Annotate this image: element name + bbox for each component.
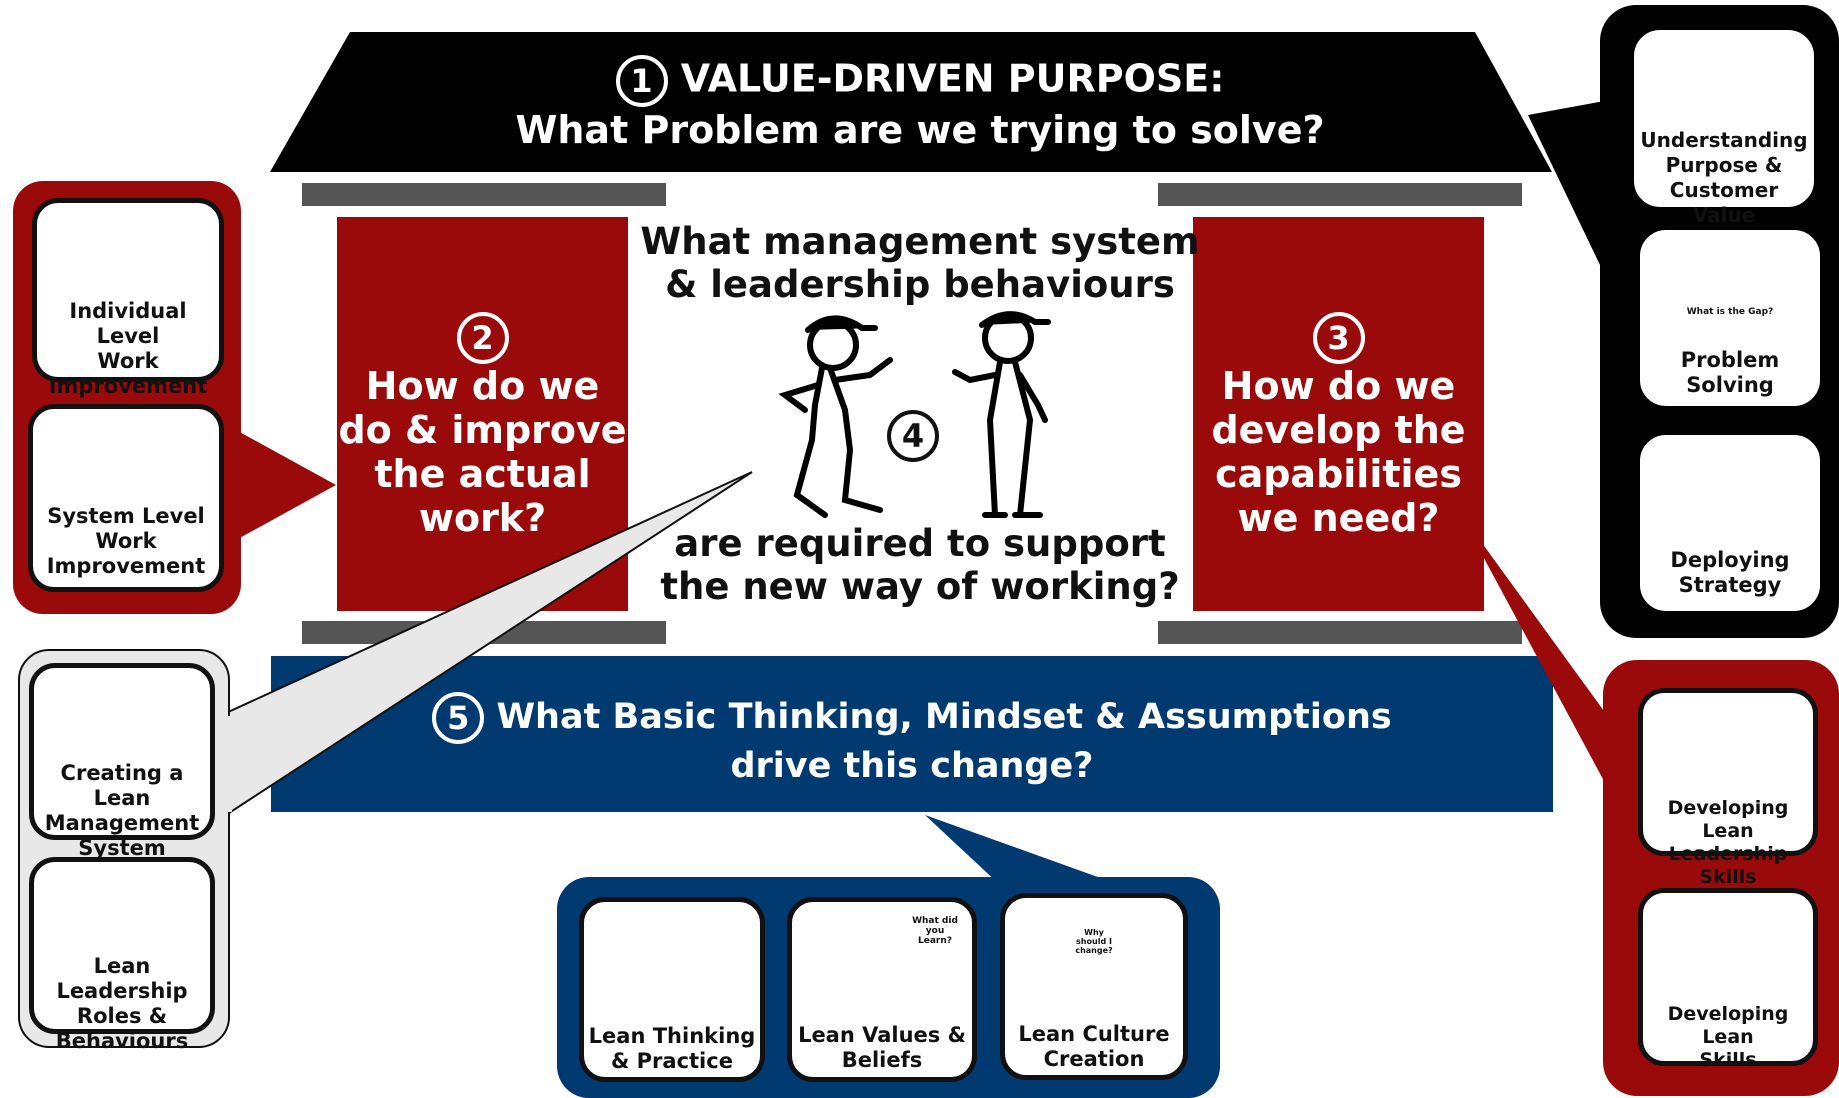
bottom-blue-pointer [925, 815, 1120, 885]
card-lean-thinking-practice: Lean Thinking & Practice [579, 897, 765, 1082]
card-line: Skills [1699, 1049, 1757, 1071]
card-lean-culture-creation: Why should I change? Lean Culture Creati… [1000, 893, 1188, 1080]
left-pillar-line3: the actual [374, 452, 591, 496]
card-line: System [78, 836, 166, 860]
base [271, 656, 1553, 812]
card-line: Leadership Skills [1668, 843, 1788, 888]
change-bubble-text: Why should I change? [1075, 928, 1113, 955]
card-creating-lean-management-system: Creating a Lean Management System [29, 663, 215, 860]
card-problem-solving: What is the Gap? Problem Solving [1640, 230, 1820, 406]
right-pillar-line3: capabilities [1215, 452, 1462, 496]
right-red-pointer [1458, 510, 1625, 820]
roof [270, 32, 1552, 172]
card-lean-values-beliefs: What did you Learn? Lean Values & Belief… [787, 897, 977, 1082]
right-pillar-line4: we need? [1237, 496, 1440, 540]
learn-bubble-text: What did you Learn? [912, 916, 958, 946]
card-line: Understanding [1640, 128, 1808, 152]
card-line: Management [44, 811, 200, 835]
right-pillar-line1: How do we [1221, 364, 1456, 408]
card-line: & Practice [611, 1049, 733, 1073]
card-line: Problem [1680, 348, 1780, 372]
card-individual-level-work-improvement: Individual Level Work Improvement [32, 198, 224, 398]
center-bottom-line2: the new way of working? [660, 565, 1180, 608]
card-line: Deploying [1670, 548, 1790, 572]
center-top-question: What management system & leadership beha… [625, 220, 1215, 306]
center-top-line1: What management system [640, 220, 1200, 263]
base-question: 5 What Basic Thinking, Mindset & Assumpt… [272, 692, 1552, 788]
top-beam-right [1158, 183, 1522, 206]
number-4-badge-wrap: 4 [885, 410, 941, 462]
card-deploying-strategy: Deploying Strategy [1640, 435, 1820, 611]
right-pillar-line2: develop the [1211, 408, 1466, 452]
card-line: Roles & [76, 1004, 168, 1028]
card-line: Lean Leadership [56, 954, 188, 1003]
card-line: Improvement [48, 374, 208, 398]
card-system-level-work-improvement: System Level Work Improvement [28, 404, 224, 592]
problem-gap-caption: What is the Gap? [1686, 307, 1774, 317]
card-line: Purpose & [1665, 153, 1783, 177]
right-pillar [1193, 217, 1484, 611]
card-line: Work [95, 529, 157, 553]
center-bottom-question: are required to support the new way of w… [625, 522, 1215, 608]
number-2-badge: 2 [456, 312, 509, 364]
card-line: Individual Level [69, 299, 187, 348]
left-pillar-line2: do & improve [338, 408, 627, 452]
card-line: Creation [1043, 1047, 1145, 1071]
card-line: Improvement [46, 554, 206, 578]
card-line: Developing Lean [1667, 1003, 1789, 1048]
left-pillar-question: 2 How do we do & improve the actual work… [337, 312, 628, 540]
card-lean-leadership-roles-behaviours: Lean Leadership Roles & Behaviours [29, 857, 215, 1053]
card-line: Strategy [1678, 573, 1782, 597]
card-developing-lean-skills: Developing Lean Skills [1638, 888, 1818, 1071]
card-line: Lean Thinking [588, 1024, 756, 1048]
card-line: Lean Values & [798, 1023, 966, 1047]
card-line: Developing Lean [1667, 797, 1789, 842]
left-pillar [337, 217, 628, 611]
card-line: Behaviours [55, 1029, 189, 1053]
two-people-illustration [778, 311, 1051, 518]
roof-line1: VALUE-DRIVEN PURPOSE: [680, 56, 1225, 101]
number-3-badge: 3 [1312, 312, 1365, 364]
center-top-line2: & leadership behaviours [665, 263, 1175, 306]
roof-title: 1 VALUE-DRIVEN PURPOSE: What Problem are… [320, 55, 1520, 153]
card-line: Lean Culture [1018, 1022, 1170, 1046]
card-line: Beliefs [841, 1048, 923, 1072]
card-line: Customer Value [1669, 178, 1779, 227]
number-5-badge: 5 [432, 692, 485, 744]
card-developing-lean-leadership-skills: Developing Lean Leadership Skills [1638, 688, 1818, 888]
number-1-badge: 1 [615, 55, 668, 107]
left-pillar-line4: work? [418, 496, 547, 540]
bottom-beam-right [1158, 621, 1522, 644]
number-4-badge: 4 [887, 410, 939, 462]
base-line2: drive this change? [730, 746, 1094, 786]
base-line1: What Basic Thinking, Mindset & Assumptio… [496, 697, 1392, 737]
card-line: Solving [1686, 373, 1774, 397]
right-pillar-question: 3 How do we develop the capabilities we … [1193, 312, 1484, 540]
card-line: Creating a Lean [60, 761, 184, 810]
card-understanding-purpose-customer-value: Understanding Purpose & Customer Value [1634, 30, 1814, 227]
card-line: Work [97, 349, 159, 373]
card-line: System Level [47, 504, 205, 528]
top-beam-left [302, 183, 666, 206]
center-bottom-line1: are required to support [674, 522, 1166, 565]
left-pillar-line1: How do we [365, 364, 600, 408]
roof-line2: What Problem are we trying to solve? [515, 108, 1325, 152]
